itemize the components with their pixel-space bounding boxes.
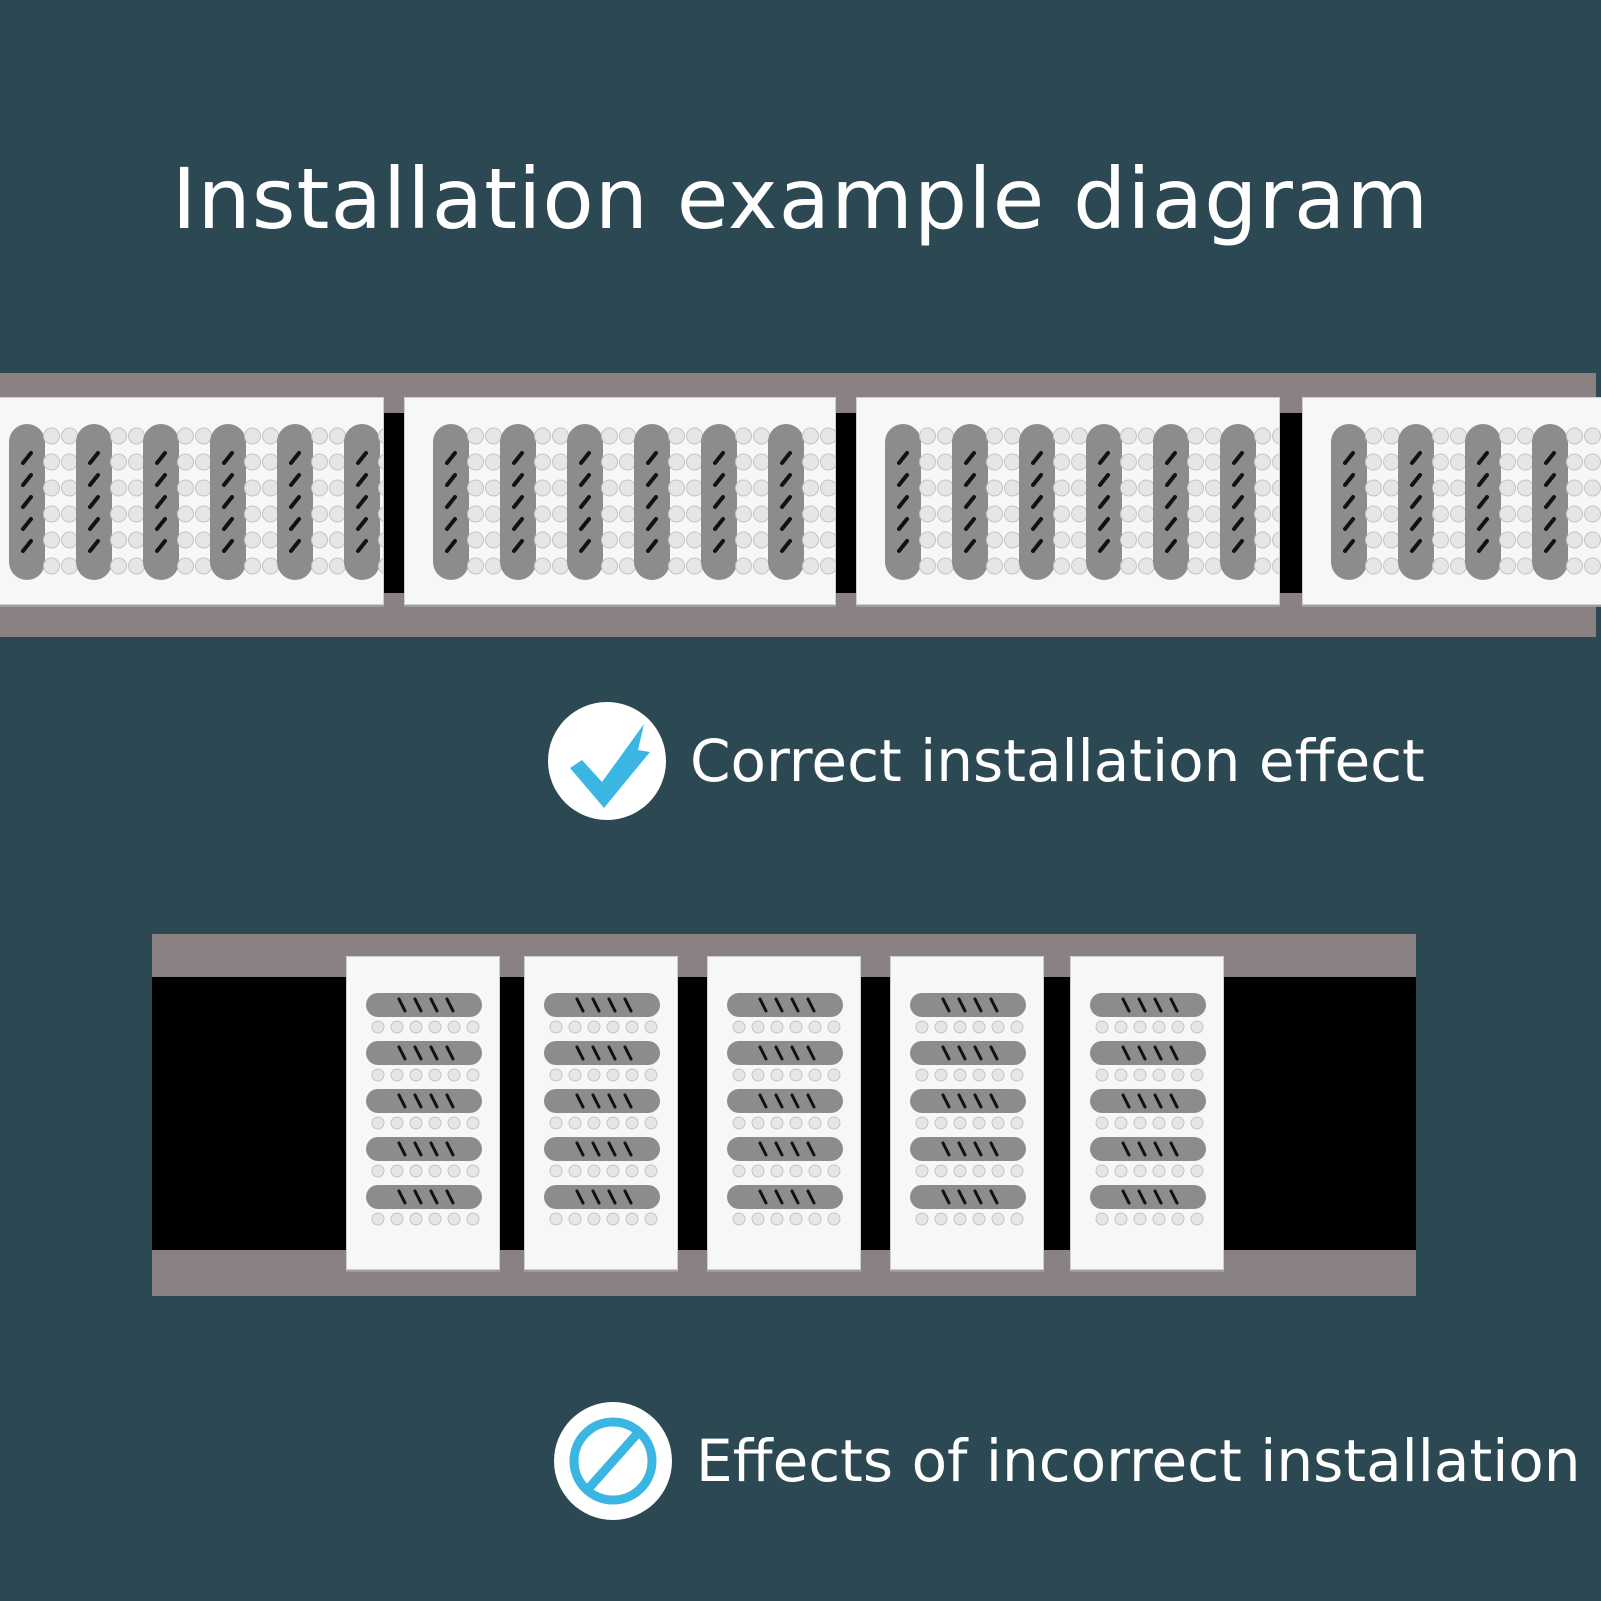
checkmark-icon <box>548 702 666 820</box>
vertical-vent-tile <box>1070 956 1224 1270</box>
vertical-vent-tile <box>346 956 500 1270</box>
incorrect-installation-strip <box>152 934 1416 1296</box>
vertical-vent-tile <box>524 956 678 1270</box>
vent-pattern <box>366 993 482 1226</box>
incorrect-label: Effects of incorrect installation <box>696 1427 1581 1495</box>
horizontal-vent-tile <box>0 397 384 605</box>
correct-label-row: Correct installation effect <box>548 702 1425 820</box>
vertical-vent-tile <box>707 956 861 1270</box>
vent-pattern <box>1090 993 1206 1226</box>
vent-pattern <box>910 993 1026 1226</box>
vent-pattern <box>885 424 1279 580</box>
vent-pattern <box>1331 424 1601 580</box>
vertical-vent-tile <box>890 956 1044 1270</box>
horizontal-vent-tile <box>1302 397 1601 605</box>
page-title: Installation example diagram <box>171 150 1430 248</box>
horizontal-vent-tile <box>856 397 1280 605</box>
correct-label: Correct installation effect <box>690 727 1425 795</box>
correct-installation-strip <box>0 373 1601 637</box>
incorrect-label-row: Effects of incorrect installation <box>554 1402 1581 1520</box>
vent-pattern <box>544 993 660 1226</box>
horizontal-vent-tile <box>404 397 836 605</box>
vent-pattern <box>433 424 835 580</box>
vent-pattern <box>727 993 843 1226</box>
prohibited-icon <box>554 1402 672 1520</box>
vent-pattern <box>9 424 383 580</box>
